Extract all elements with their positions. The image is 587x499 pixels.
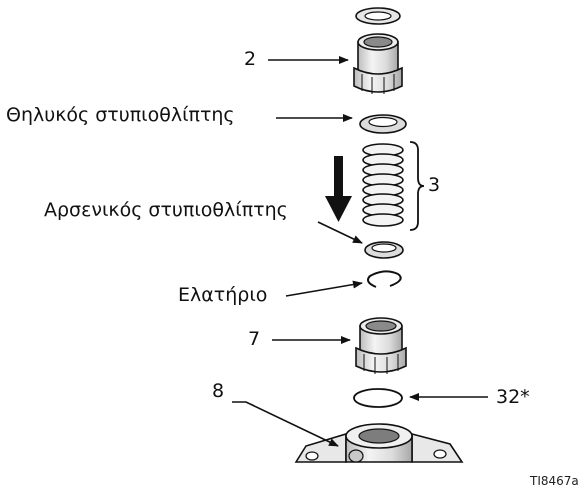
part-7-nut [355,317,407,374]
leader-line-male-gland [317,221,363,244]
part-8-housing [294,423,464,463]
v-packing-stack [362,143,404,227]
figure-id: TI8467a [530,474,579,488]
bracket-icon [409,141,425,231]
label-item-8: 8 [212,380,225,402]
down-arrow-icon [325,156,352,222]
label-item-3: 3 [428,174,441,196]
part-2-nut [353,33,403,94]
label-item-2: 2 [244,48,257,70]
male-gland-ring [364,241,404,259]
leader-line-8 [232,401,339,447]
label-spring: Ελατήριο [178,284,268,306]
label-female-gland: Θηλυκός στυπιοθλίπτης [6,104,235,126]
label-item-7: 7 [248,328,261,350]
spring-clip [367,270,402,288]
label-male-gland: Αρσενικός στυπιοθλίπτης [44,199,288,221]
o-ring-32 [353,388,403,408]
female-gland-ring [359,114,407,134]
top-washer [355,7,401,25]
label-item-32: 32* [496,386,530,408]
leader-line-spring [285,280,363,297]
